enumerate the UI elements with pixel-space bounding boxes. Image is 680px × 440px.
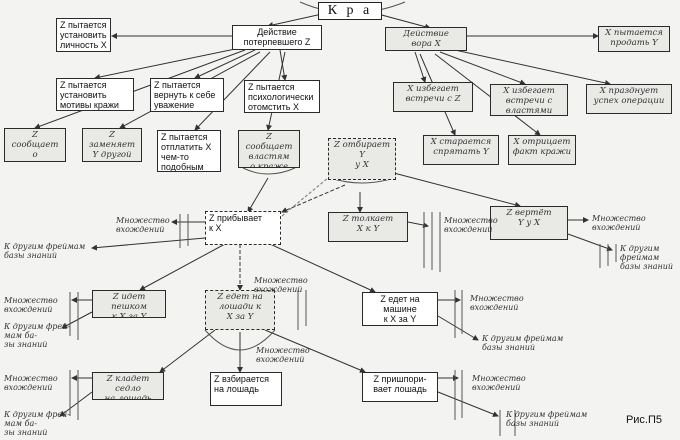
edge-victim-repay [194,51,271,131]
node-z-psych-revenge: Z пытается психологически отомстить X [244,80,320,113]
node-z-walk: Z идет пешком к X за Y [92,290,166,318]
node-z-spur: Z пришпори- вает лошадь [362,372,438,402]
label-arrives-many-entries: Множество вхождений [116,216,170,234]
node-z-establish-identity: Z пытается установить личность X [56,18,111,52]
label-saddle-other-frames: К другим фрей- мам ба- зы знаний [4,410,70,437]
edge-victim-respect [194,49,256,79]
edge-victim-motive [94,47,241,80]
node-x-avoid-auth: X избегает встречи с властями [490,84,568,116]
node-z-return: Z вертёт Y у X [490,206,568,240]
node-x-deny: X отрицает факт кражи [508,135,576,165]
node-x-hide: X старается спрятать Y [423,135,499,165]
edge-arrives-drive [269,243,376,293]
node-x-celebrate: X празднует успех операции [586,84,672,114]
node-z-repay: Z пытается отплатить X чем-то подобным [157,130,221,172]
figure-caption: Рис.П5 [625,414,662,426]
node-victim-action: Действие потерпевшего Z [232,25,322,50]
label-spur-other-frames: К другим фреймам базы знаний [506,410,588,428]
label-spur-many-entries: Множество вхождений [472,374,526,392]
edge-takeback-return [389,171,521,208]
label-drive-many-entries: Множество вхождений [470,294,524,312]
label-horse-many-entries: Множество вхождений [254,276,308,294]
node-z-regain-respect: Z пытается вернуть к себе уважение [150,78,224,112]
node-z-mount: Z взбирается на лошадь [210,372,282,406]
label-return-other-frames: К другим фреймам базы знаний [620,244,674,271]
edge-thief-avoidz [414,51,427,83]
node-z-inform-authorities: Z сообщает властям о краже [238,130,300,168]
edge-saddle-other [59,391,93,417]
label-return-many-entries: Множество вхождений [592,214,646,232]
edge-arrives-other [91,237,206,251]
label-saddle-many-entries: Множество вхождений [4,374,58,392]
edge-thief-celebrate [454,49,611,86]
edge-takeback-arrives [281,184,346,213]
edge-inform-arrives [247,177,269,213]
edge-thief-avoidauth [439,51,526,86]
edge-spur-other [437,391,499,417]
label-horse-sub-many-entries: Множество вхождений [256,346,310,364]
label-walk-other-frames: К другим фрей- мам ба- зы знаний [4,322,70,349]
title-text: К р а ж а [327,3,373,18]
node-z-notify-victims: Z сообщает о случивши- ся X [4,128,66,162]
node-z-ride-horse: Z едет на лошади к X за Y [205,290,275,330]
edge-title-victim [267,13,323,28]
node-z-establish-motive: Z пытается установить мотивы кражи [56,78,134,111]
edge-horse-saddle [159,329,216,373]
node-z-saddle: Z кладет седло на лошадь [92,372,164,400]
title-frame: К р а ж а [318,2,382,20]
node-thief-action: Действие вора X [385,27,467,51]
label-push-many-entries: Множество вхождений [444,216,498,234]
label-walk-many-entries: Множество вхождений [4,296,58,314]
edge-title-thief [377,13,431,30]
node-z-arrives: Z прибывает к X [205,211,281,245]
label-drive-other-frames: К другим фреймам базы знаний [482,334,564,352]
edge-return-other [567,233,613,252]
node-z-take-back: Z отбирает Y у X [328,138,396,180]
edge-victim-notify [34,49,246,130]
label-arrives-other-frames: К другим фреймам базы знаний [4,242,86,260]
edge-thief-deny [434,53,541,136]
node-x-sell: X пытается продать Y [598,26,670,52]
node-z-replace: Z заменяет Y другой вещью [82,128,142,162]
edge-drive-other [437,315,479,341]
edge-walk-other [61,311,93,329]
node-z-drive: Z едет на машине к X за Y [362,292,438,326]
edge-push-many [407,221,429,228]
edge-horse-spur [264,329,366,373]
edge-arrives-walk [139,243,226,291]
node-z-push: Z толкает X к Y [328,212,408,242]
node-x-avoid-z: X избегает встречи с Z [393,82,473,112]
